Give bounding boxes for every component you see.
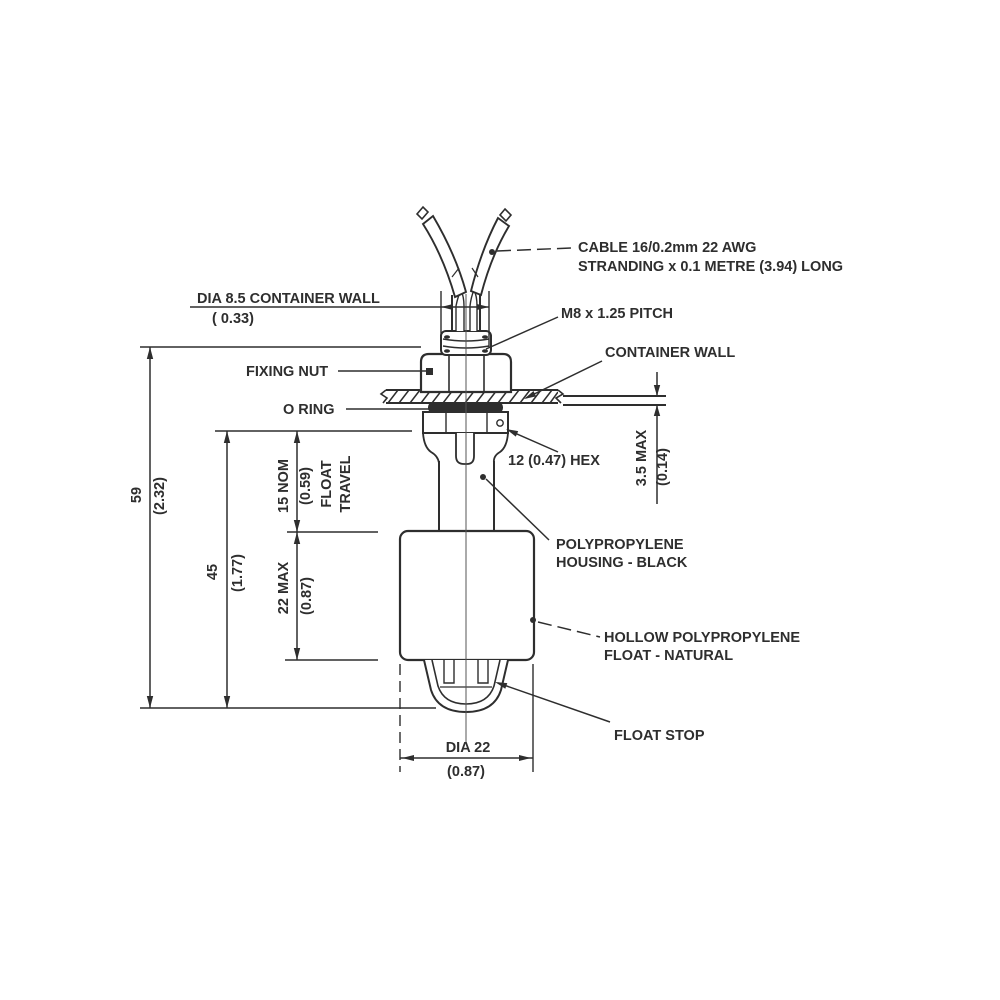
label-dim-35: 3.5 MAX [634,429,650,486]
leader-lines [338,247,611,723]
label-o-ring: O RING [283,402,335,418]
float-body [398,529,536,662]
dia22-arrow-right [519,755,531,761]
thread-shadow-1 [444,335,450,339]
float-stop-arrow [495,682,508,689]
flange-right [492,432,509,464]
dim-59-arrow-top [146,347,154,359]
dim-35-arrow-top [653,385,661,396]
dim-22-arrow-top [293,532,301,544]
label-dia22-inches: (0.87) [447,764,485,780]
stop-prong-left [443,660,455,684]
label-dim-59: 59 [129,487,145,503]
label-dim-22: 22 MAX [276,561,292,614]
float-stop-leader [497,682,611,723]
wire-right [469,216,511,297]
wire-left [421,214,468,299]
label-dim-15-inches: (0.59) [298,467,314,505]
label-dim-35-inches: (0.14) [655,448,671,486]
label-container-wall: CONTAINER WALL [605,345,735,361]
label-housing-line2: HOUSING - BLACK [556,555,688,571]
wire-right-jag [471,267,479,278]
wall-torn-edge-right [554,389,565,404]
label-float-travel-line2: TRAVEL [338,455,354,512]
label-cable-line1: CABLE 16/0.2mm 22 AWG [578,240,756,256]
housing-leader [485,478,550,541]
label-dim-15: 15 NOM [276,459,292,513]
label-hex: 12 (0.47) HEX [508,453,600,469]
label-housing-line1: POLYPROPYLENE [556,537,684,553]
dia-85-dimension [190,291,490,347]
lead-wires [415,205,513,299]
label-float-line2: FLOAT - NATURAL [604,648,733,664]
thread-shadow-2 [482,335,488,339]
container-wall-arrow [524,391,537,399]
wire-left-jag [451,267,460,278]
cable-leader [496,247,572,252]
dia22-arrow-left [402,755,414,761]
fixing-nut-leader-square [426,368,433,375]
m8-leader [485,316,559,350]
label-dim-22-inches: (0.87) [299,577,315,615]
dim-35-arrow-bottom [653,405,661,416]
stop-prong-right [477,660,489,684]
float-leader [537,621,601,638]
float-leader-dot [530,617,536,623]
wire-tip-right [498,207,513,223]
label-float-stop: FLOAT STOP [614,728,705,744]
dia85-arrow-right [477,304,489,310]
dimension-lines [140,346,436,709]
label-dia85-inches: ( 0.33) [212,311,254,327]
dim-45-arrow-top [223,431,231,443]
container-wall-leader [525,360,603,399]
housing-leader-dot [480,474,486,480]
dia-22-dimension [399,664,534,772]
thread-shadow-3 [444,349,450,353]
inner-wire-right [469,288,478,331]
hex-leader-anchor [496,419,504,427]
dim-15-arrow-bottom [293,520,301,532]
center-tab [455,433,475,465]
hex-leader-arrow [506,429,519,437]
dia85-arrow-left [441,304,453,310]
thread-shadow-4 [482,349,488,353]
label-float-travel-line1: FLOAT [319,460,335,507]
label-dim-45: 45 [205,564,221,580]
wire-tip-left [415,205,430,221]
flange-left [422,432,440,464]
dim-59-arrow-bottom [146,696,154,708]
dimension-arrows [146,347,301,708]
label-m8-pitch: M8 x 1.25 PITCH [561,306,673,322]
dim-15-arrow-top [293,431,301,443]
label-float-line1: HOLLOW POLYPROPYLENE [604,630,800,646]
label-dia85: DIA 8.5 CONTAINER WALL [197,291,380,307]
dim-22-arrow-bottom [293,648,301,660]
cable-entry-stem [451,288,481,331]
cable-leader-dot [489,249,495,255]
label-dia22: DIA 22 [446,740,491,756]
label-fixing-nut: FIXING NUT [246,364,328,380]
dim-45-arrow-bottom [223,696,231,708]
label-cable-line2: STRANDING x 0.1 METRE (3.94) LONG [578,259,843,275]
wall-torn-edge-left [379,389,389,404]
label-dim-59-inches: (2.32) [152,477,168,515]
label-dim-45-inches: (1.77) [230,554,246,592]
leader-terminators [426,249,537,689]
wall-thickness-dimension [563,372,666,504]
